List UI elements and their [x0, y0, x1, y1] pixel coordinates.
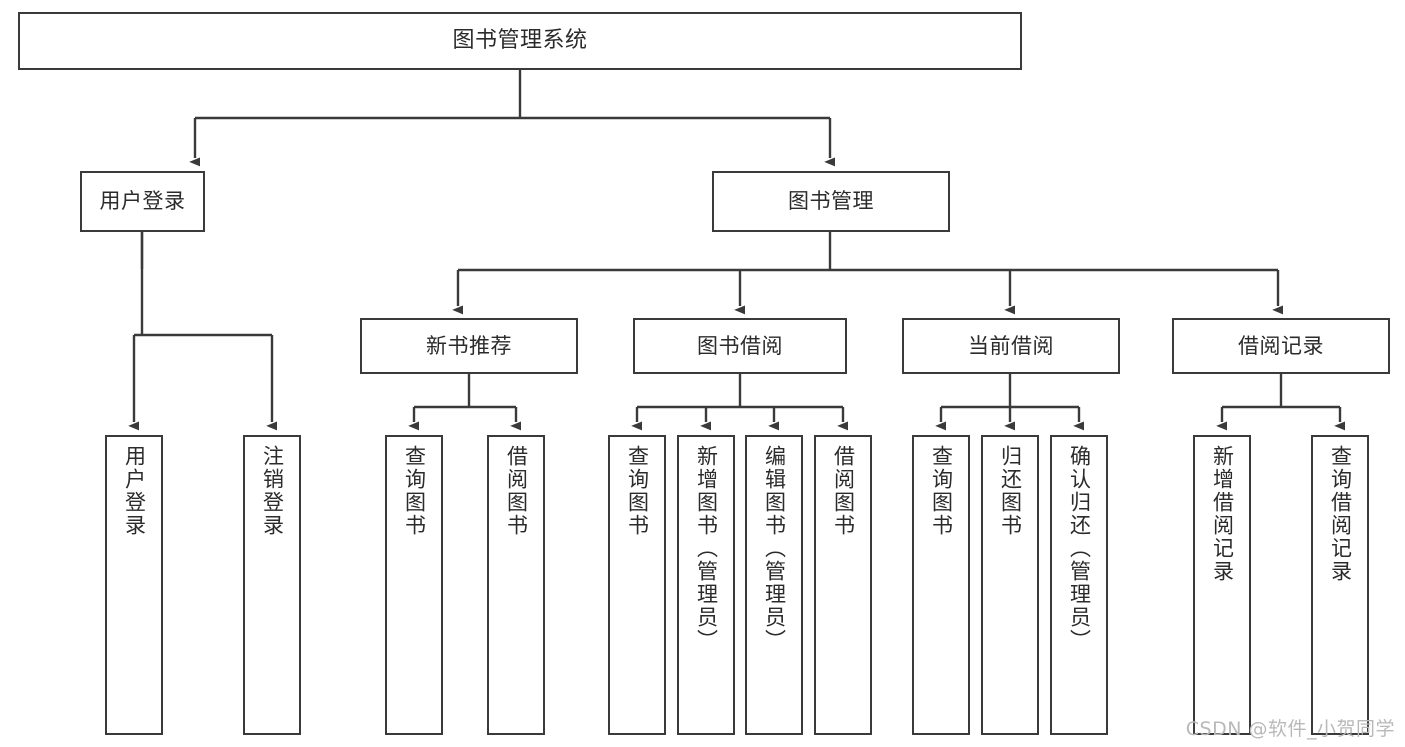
leaf-return-book[interactable]: 归还图书 — [981, 435, 1039, 735]
leaf-add-borrow-record[interactable]: 新增借阅记录 — [1193, 435, 1251, 735]
node-label: 新增图书（管理员） — [694, 445, 719, 652]
node-label: 查询图书 — [929, 445, 954, 537]
leaf-user-login[interactable]: 用户登录 — [105, 435, 163, 735]
leaf-query-book-recommend[interactable]: 查询图书 — [385, 435, 443, 735]
node-label: 借阅图书 — [831, 445, 856, 537]
node-label: 借阅图书 — [504, 445, 529, 537]
node-label: 当前借阅 — [968, 333, 1054, 358]
node-book-borrow[interactable]: 图书借阅 — [633, 318, 847, 374]
leaf-borrow-book-recommend[interactable]: 借阅图书 — [487, 435, 545, 735]
node-borrow-record[interactable]: 借阅记录 — [1172, 318, 1390, 374]
node-label: 用户登录 — [122, 445, 147, 537]
node-label: 注销登录 — [260, 445, 285, 537]
leaf-query-book-borrow[interactable]: 查询图书 — [608, 435, 666, 735]
node-label: 新增借阅记录 — [1210, 445, 1235, 583]
leaf-edit-book-admin[interactable]: 编辑图书（管理员） — [745, 435, 803, 735]
node-label: 图书管理系统 — [452, 28, 588, 54]
node-current-borrow[interactable]: 当前借阅 — [902, 318, 1120, 374]
node-label: 归还图书 — [998, 445, 1023, 537]
node-label: 确认归还（管理员） — [1067, 445, 1092, 652]
leaf-logout-login[interactable]: 注销登录 — [243, 435, 301, 735]
node-new-book-recommend[interactable]: 新书推荐 — [360, 318, 578, 374]
node-label: 编辑图书（管理员） — [762, 445, 787, 652]
csdn-watermark: CSDN @软件_小贺同学 — [1185, 718, 1395, 740]
leaf-query-borrow-record[interactable]: 查询借阅记录 — [1311, 435, 1369, 735]
node-label: 用户登录 — [99, 189, 186, 214]
node-label: 新书推荐 — [426, 333, 512, 358]
node-label: 图书管理 — [788, 189, 874, 214]
node-label: 查询图书 — [625, 445, 650, 537]
leaf-borrow-book-borrow[interactable]: 借阅图书 — [814, 435, 872, 735]
leaf-add-book-admin[interactable]: 新增图书（管理员） — [677, 435, 735, 735]
node-label: 查询图书 — [402, 445, 427, 537]
node-user-login[interactable]: 用户登录 — [80, 171, 205, 232]
node-label: 图书借阅 — [697, 333, 783, 358]
leaf-query-book-current[interactable]: 查询图书 — [912, 435, 970, 735]
node-root-system[interactable]: 图书管理系统 — [18, 12, 1022, 70]
node-label: 借阅记录 — [1238, 333, 1324, 358]
node-book-management[interactable]: 图书管理 — [712, 171, 950, 232]
node-label: 查询借阅记录 — [1328, 445, 1353, 583]
leaf-confirm-return-admin[interactable]: 确认归还（管理员） — [1050, 435, 1108, 735]
